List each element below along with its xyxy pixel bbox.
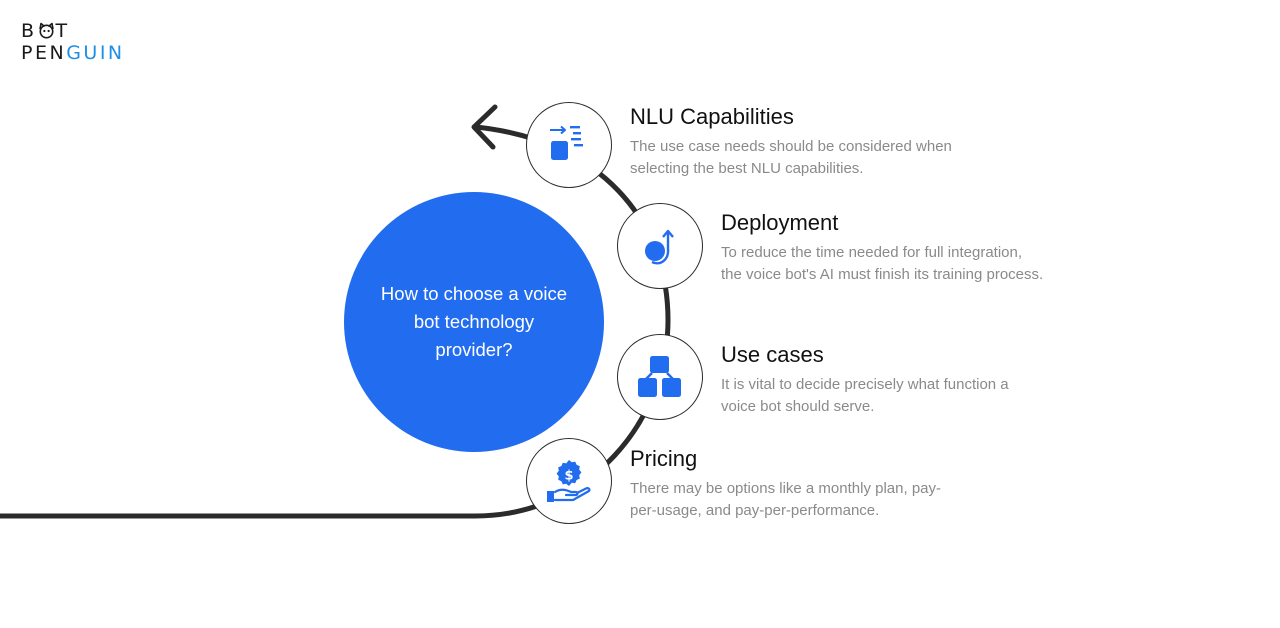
use-cases-item: Use cases It is vital to decide precisel… xyxy=(721,342,1009,418)
deployment-item: Deployment To reduce the time needed for… xyxy=(721,210,1043,286)
use-cases-node xyxy=(617,334,703,420)
nlu-capabilities-title: NLU Capabilities xyxy=(630,104,794,129)
arrowhead-icon xyxy=(471,104,498,150)
logo-letter-t: T xyxy=(55,20,70,42)
svg-text:$: $ xyxy=(564,469,573,484)
nlu-node xyxy=(526,102,612,188)
nlu-capabilities-item: NLU Capabilities The use case needs shou… xyxy=(630,104,952,180)
central-question-text: How to choose a voice bot technology pro… xyxy=(380,283,568,360)
logo-line-2: PENGUIN xyxy=(21,42,125,64)
botpenguin-logo: B T PENGUIN xyxy=(21,20,125,64)
pricing-description: There may be options like a monthly plan… xyxy=(630,480,941,519)
use-cases-description: It is vital to decide precisely what fun… xyxy=(721,376,1009,415)
central-question-circle: How to choose a voice bot technology pro… xyxy=(344,192,604,452)
deployment-description: To reduce the time needed for full integ… xyxy=(721,244,1044,283)
logo-word-pen: PEN xyxy=(21,42,67,64)
pricing-node: $ xyxy=(526,438,612,524)
logo-letter-b: B xyxy=(21,20,37,42)
logo-line-1: B T xyxy=(21,20,125,42)
deployment-title: Deployment xyxy=(721,210,839,235)
nlu-capabilities-description: The use case needs should be considered … xyxy=(630,138,952,177)
logo-word-guin: GUIN xyxy=(66,42,125,64)
nlu-icon xyxy=(550,125,583,160)
use-cases-title: Use cases xyxy=(721,342,824,367)
pricing-item: Pricing There may be options like a mont… xyxy=(630,446,941,522)
penguin-face-icon xyxy=(38,22,54,39)
use-cases-icon xyxy=(638,356,681,397)
deployment-node xyxy=(617,203,703,289)
pricing-icon: $ xyxy=(547,460,591,502)
pricing-title: Pricing xyxy=(630,446,698,471)
deployment-icon xyxy=(645,229,674,265)
